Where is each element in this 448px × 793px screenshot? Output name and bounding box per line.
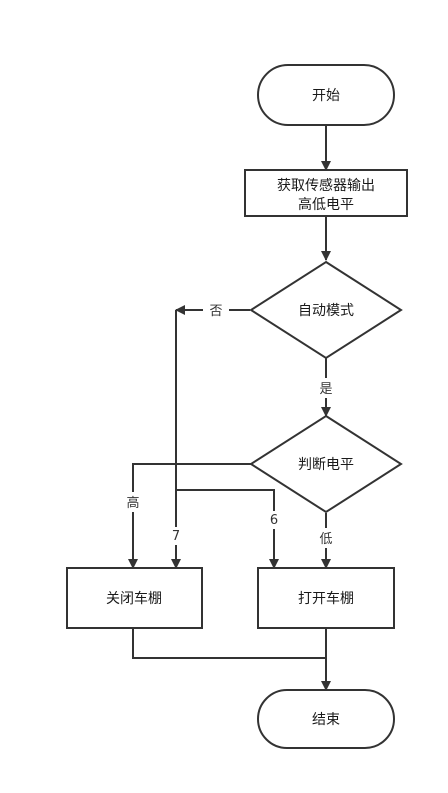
node-start: 开始	[257, 64, 395, 126]
node-end-label: 结束	[312, 712, 340, 728]
node-close-shed: 关闭车棚	[66, 567, 203, 629]
node-close-shed-label: 关闭车棚	[106, 590, 162, 607]
node-read-sensor: 获取传感器输出 高低电平	[244, 169, 408, 217]
node-auto-mode: 自动模式	[249, 260, 403, 360]
node-judge-level: 判断电平	[249, 414, 403, 514]
label-yes: 是	[319, 382, 332, 397]
node-end: 结束	[257, 689, 395, 749]
node-start-label: 开始	[312, 88, 340, 104]
edge-close-to-merge	[132, 628, 326, 659]
label-six: 6	[270, 513, 278, 528]
node-read-sensor-line1: 获取传感器输出	[277, 177, 375, 194]
edge-labels: 否 是 高 低 7 6	[121, 300, 338, 548]
edge-judge-high	[128, 463, 251, 569]
label-low: 低	[319, 532, 332, 547]
node-open-shed: 打开车棚	[257, 567, 395, 629]
node-read-sensor-line2: 高低电平	[298, 196, 354, 213]
label-seven: 7	[172, 529, 180, 544]
node-auto-mode-label: 自动模式	[298, 303, 354, 319]
label-high: 高	[126, 495, 139, 511]
edge-branch-six	[176, 489, 279, 569]
node-open-shed-label: 打开车棚	[298, 590, 354, 607]
node-judge-level-label: 判断电平	[298, 457, 354, 473]
label-no: 否	[209, 304, 222, 319]
